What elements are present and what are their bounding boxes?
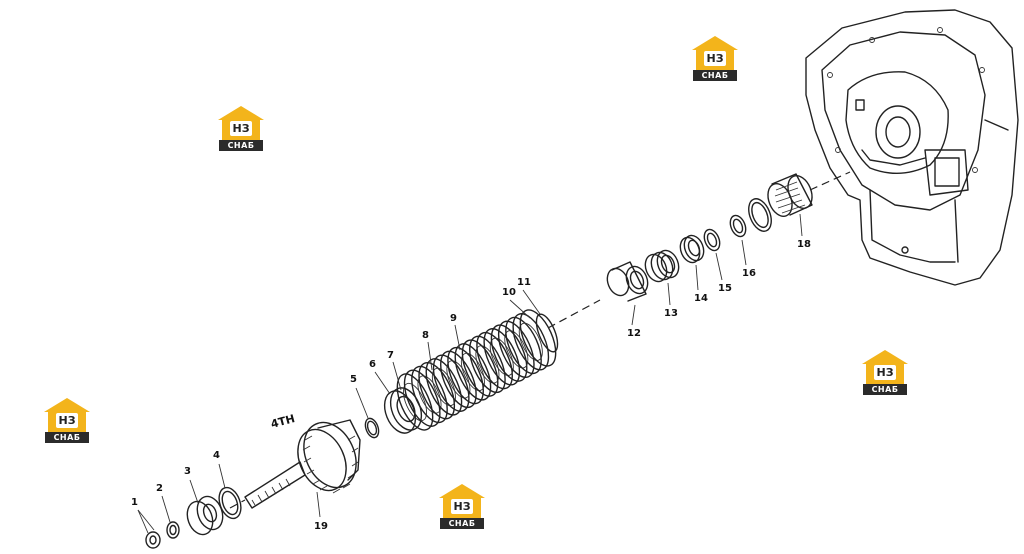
part-label-8: 8 bbox=[422, 330, 429, 341]
part-19-shaft-gear bbox=[244, 419, 361, 509]
part-label-19: 19 bbox=[314, 521, 328, 532]
part-label-7: 7 bbox=[387, 350, 394, 361]
part-14-thrust-bearing bbox=[679, 234, 705, 264]
part-18-splined-gear bbox=[767, 173, 813, 217]
part-ring bbox=[748, 198, 772, 232]
clutch-disc bbox=[505, 316, 542, 375]
part-label-4: 4 bbox=[213, 450, 220, 461]
part-label-10: 10 bbox=[502, 287, 516, 298]
part-2-washer bbox=[166, 521, 180, 539]
clutch-disc-bore bbox=[417, 375, 442, 414]
part-label-15: 15 bbox=[718, 283, 732, 294]
part-label-12: 12 bbox=[627, 328, 641, 339]
part-label-16: 16 bbox=[742, 268, 756, 279]
part-label-2: 2 bbox=[156, 483, 163, 494]
watermark-logo: НЗ СНАБ bbox=[42, 398, 92, 444]
clutch-disc bbox=[490, 324, 528, 382]
part-1-nut bbox=[145, 531, 161, 549]
clutch-disc bbox=[440, 350, 477, 409]
clutch-disc-bore bbox=[446, 360, 471, 399]
transmission-housing bbox=[805, 9, 1019, 286]
watermark-logo: НЗ СНАБ bbox=[690, 36, 740, 82]
clutch-disc bbox=[519, 309, 557, 367]
part-label-3: 3 bbox=[184, 466, 191, 477]
clutch-disc bbox=[512, 313, 550, 371]
axis-line-a bbox=[547, 299, 601, 329]
part-16-washer bbox=[729, 214, 747, 238]
part-label-18: 18 bbox=[797, 239, 811, 250]
clutch-disc-bore bbox=[431, 367, 456, 406]
part-label-11: 11 bbox=[517, 277, 531, 288]
part-4-snap-ring bbox=[218, 486, 242, 520]
part-5-snap-ring bbox=[364, 417, 380, 439]
part-label-1: 1 bbox=[131, 497, 138, 508]
clutch-disc-bore bbox=[504, 330, 529, 369]
part-15-washer bbox=[703, 228, 721, 252]
clutch-disc bbox=[403, 369, 441, 427]
clutch-disc-bore bbox=[402, 382, 428, 422]
part-label-14: 14 bbox=[694, 293, 708, 304]
axis-line-c bbox=[229, 499, 246, 509]
part-11-snap-ring bbox=[535, 313, 559, 353]
clutch-disc bbox=[425, 358, 463, 416]
part-7-10-clutch-pack bbox=[396, 309, 557, 431]
clutch-disc bbox=[461, 339, 499, 397]
part-3-bearing bbox=[186, 495, 224, 536]
clutch-disc bbox=[432, 354, 470, 412]
watermark-logo: НЗ СНАБ bbox=[860, 350, 910, 396]
part-12-bearing-cup bbox=[606, 261, 649, 302]
clutch-disc-bore bbox=[518, 322, 543, 361]
part-13-seal-rings bbox=[644, 249, 680, 283]
leader-lines bbox=[137, 213, 803, 534]
part-label-9: 9 bbox=[450, 313, 457, 324]
clutch-disc-bore bbox=[475, 345, 500, 384]
clutch-disc bbox=[497, 320, 535, 378]
part-label-5: 5 bbox=[350, 374, 357, 385]
clutch-disc bbox=[483, 328, 521, 386]
part-label-6: 6 bbox=[369, 359, 376, 370]
clutch-disc bbox=[454, 343, 492, 401]
watermark-logo: НЗ СНАБ bbox=[437, 484, 487, 530]
clutch-disc-bore bbox=[460, 352, 485, 391]
clutch-disc bbox=[411, 365, 448, 424]
axis-line-b bbox=[809, 171, 851, 191]
clutch-disc-bore bbox=[489, 337, 514, 376]
clutch-disc bbox=[469, 335, 506, 394]
clutch-disc bbox=[418, 362, 456, 420]
section-label-4th: 4TH bbox=[269, 412, 296, 431]
part-label-13: 13 bbox=[664, 308, 678, 319]
clutch-disc bbox=[476, 331, 513, 390]
watermark-logo: НЗ СНАБ bbox=[216, 106, 266, 152]
clutch-disc bbox=[447, 346, 484, 405]
clutch-disc bbox=[396, 373, 434, 431]
